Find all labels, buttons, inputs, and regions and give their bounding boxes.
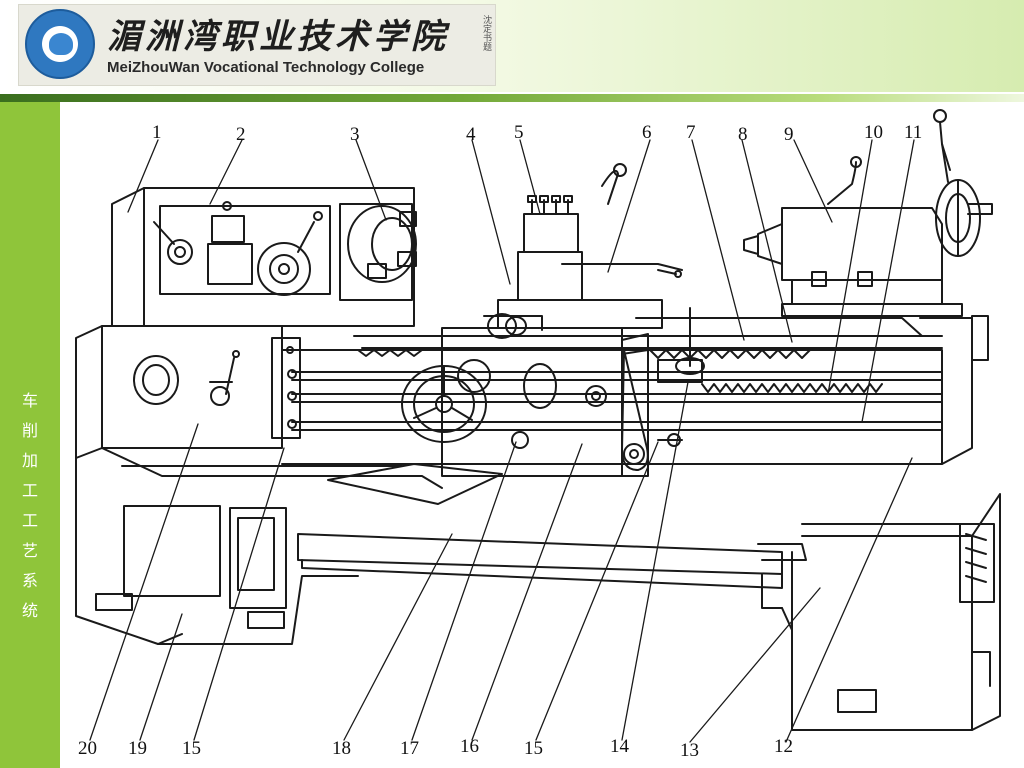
label-10: 10 [864,122,883,143]
label-5: 5 [514,122,524,143]
college-name-cn: 湄洲湾职业技术学院 [107,17,449,57]
calligraphy-seal: 沈定书题 [481,15,491,51]
label-19: 19 [128,738,147,759]
label-9: 9 [784,124,794,145]
header-banner: 湄洲湾职业技术学院 MeiZhouWan Vocational Technolo… [0,0,1024,92]
label-8: 8 [738,124,748,145]
sidebar-title: 车削加工工艺系统 [19,392,38,632]
chuck [339,203,417,301]
label-6: 6 [642,122,652,143]
carriage [483,163,683,339]
emblem-wave-icon [49,33,73,55]
lathe-diagram: 1 2 3 4 5 6 7 8 9 10 11 20 19 15 18 17 1… [62,104,1022,768]
lathe-base [75,447,1001,731]
label-13: 13 [680,740,699,761]
label-20: 20 [78,738,97,759]
label-7: 7 [686,122,696,143]
label-18: 18 [332,738,351,759]
label-17: 17 [400,738,419,759]
apron [401,327,683,477]
label-12: 12 [774,736,793,757]
label-16: 16 [460,736,479,757]
label-2: 2 [236,124,246,145]
label-4: 4 [466,124,476,145]
callout-labels: 1 2 3 4 5 6 7 8 9 10 11 20 19 15 18 17 1… [78,122,922,761]
label-3: 3 [350,124,360,145]
leader-lines [89,139,915,743]
label-11: 11 [904,122,922,143]
label-15a: 15 [182,738,201,759]
college-emblem-icon [25,9,95,79]
gearbox [75,325,301,459]
label-1: 1 [152,122,162,143]
college-logo-block: 湄洲湾职业技术学院 MeiZhouWan Vocational Technolo… [18,4,496,86]
left-sidebar: 车削加工工艺系统 [0,102,60,768]
header-divider [0,94,1024,102]
tailstock [743,109,993,317]
college-name-en: MeiZhouWan Vocational Technology College [107,59,425,76]
lathe-bed [281,315,989,465]
label-14: 14 [610,736,630,757]
label-15b: 15 [524,738,543,759]
feed-lever [657,307,705,383]
